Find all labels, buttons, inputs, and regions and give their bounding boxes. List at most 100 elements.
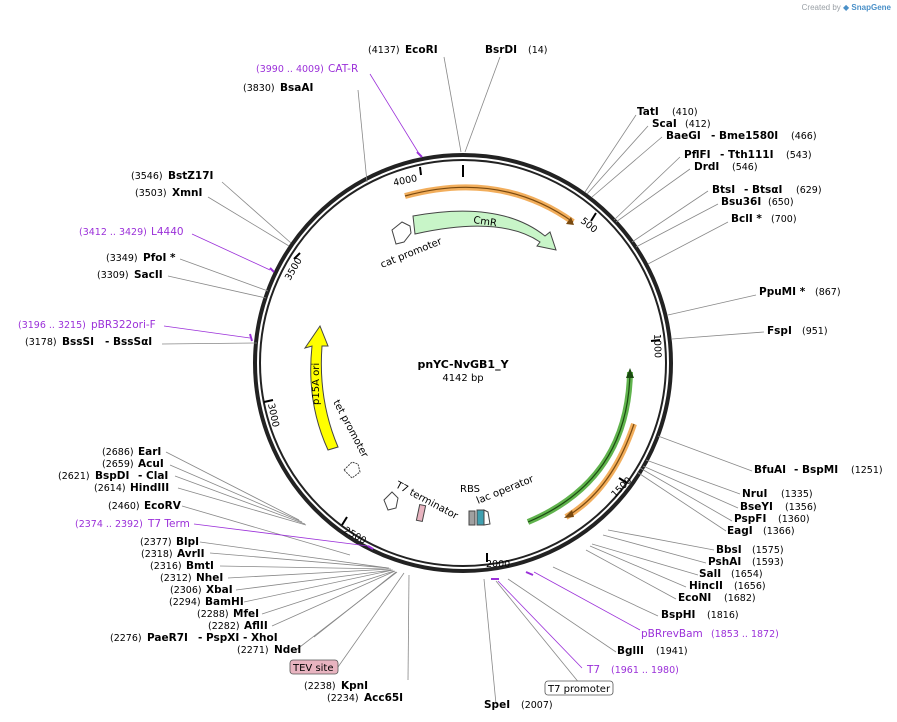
- enzyme-hindiii: HindIII: [130, 482, 169, 494]
- primer-t7term: T7 Term: [147, 518, 190, 530]
- enzyme-bfuai-pos: (1251): [851, 465, 883, 476]
- primer-l4440-range: (3412 .. 3429): [79, 227, 147, 238]
- enzyme-baegi-alt: - Bme1580I: [711, 130, 778, 142]
- enzyme-drdi-pos: (546): [732, 162, 758, 173]
- lac-operator-feature[interactable]: lac operator: [475, 474, 536, 526]
- enzyme-bspdi-pos: (2621): [58, 471, 90, 482]
- enzyme-bsssi: BssSI: [62, 336, 94, 348]
- enzyme-btsi: BtsI: [712, 184, 735, 196]
- enzyme-nrui: NruI: [742, 488, 767, 500]
- enzyme-avrii-pos: (2318): [141, 549, 173, 560]
- enzyme-xbai: XbaI: [206, 584, 233, 596]
- enzyme-nhei-pos: (2312): [160, 573, 192, 584]
- enzyme-acui: AcuI: [138, 458, 164, 470]
- primer-pbr322orif-range: (3196 .. 3215): [18, 320, 86, 331]
- enzyme-blpi-pos: (2377): [140, 537, 172, 548]
- enzyme-pflfi: PflFI: [684, 149, 711, 161]
- tick-500-mark: [590, 212, 597, 222]
- orange-arc-right-feature[interactable]: [564, 423, 637, 520]
- enzyme-labels-left[interactable]: (4137) EcoRI BsrDI (14) (3830) BsaAI (35…: [25, 44, 548, 704]
- primer-pbrrevbam-range: (1853 .. 1872): [711, 629, 779, 640]
- enzyme-eagi: EagI: [727, 525, 753, 537]
- snapgene-logo-icon: ◆: [843, 3, 850, 12]
- primer-l4440: L4440: [151, 226, 184, 238]
- enzyme-labels-right[interactable]: TatI (410) ScaI (412) BaeGI - Bme1580I (…: [484, 106, 883, 711]
- enzyme-pspfi: PspFI: [734, 513, 766, 525]
- enzyme-pshai: PshAI: [708, 556, 741, 568]
- t7-promoter-label[interactable]: T7 promoter: [544, 680, 614, 696]
- enzyme-bsphi: BspHI: [661, 609, 695, 621]
- enzyme-bseyi-pos: (1356): [785, 502, 817, 513]
- enzyme-ppumi: PpuMI *: [759, 286, 806, 298]
- enzyme-eagi-pos: (1366): [763, 526, 795, 537]
- lac-operator-label: lac operator: [475, 474, 536, 507]
- enzyme-spei: SpeI: [484, 699, 510, 711]
- primer-t7-range: (1961 .. 1980): [611, 665, 679, 676]
- rbs-feature[interactable]: RBS: [460, 484, 480, 526]
- enzyme-hindiii-pos: (2614): [94, 483, 126, 494]
- enzyme-eari-pos: (2686): [102, 447, 134, 458]
- enzyme-bspdi-alt: - ClaI: [138, 470, 168, 482]
- primer-catr: CAT-R: [328, 63, 358, 75]
- enzyme-baegi-pos: (466): [791, 131, 817, 142]
- enzyme-hincii-pos: (1656): [734, 581, 766, 592]
- primer-pbrrevbam: pBRrevBam: [641, 628, 703, 640]
- rbs-label: RBS: [460, 484, 480, 495]
- feature-orange-arc-top[interactable]: [404, 184, 575, 225]
- tet-promoter-feature[interactable]: tet promoter: [330, 398, 370, 479]
- primer-labels[interactable]: (3990 .. 4009) CAT-R (3412 .. 3429) L444…: [18, 63, 779, 676]
- tick-4000-mark: [419, 166, 422, 176]
- tet-promoter-label: tet promoter: [330, 398, 370, 460]
- tick-2000: 2000: [486, 559, 510, 570]
- t7-terminator-feature[interactable]: T7 terminator: [383, 479, 460, 522]
- enzyme-bsssi-pos: (3178): [25, 337, 57, 348]
- enzyme-sacii-pos: (3309): [97, 270, 129, 281]
- enzyme-sacii: SacII: [134, 269, 163, 281]
- enzyme-drdi: DrdI: [694, 161, 719, 173]
- tick-3500: 3500: [283, 256, 305, 282]
- leader-lines: [161, 56, 765, 705]
- enzyme-bsphi-pos: (1816): [707, 610, 739, 621]
- enzyme-spei-pos: (2007): [521, 700, 553, 711]
- enzyme-bglii: BglII: [617, 645, 644, 657]
- t7-promoter-text: T7 promoter: [547, 684, 611, 695]
- enzyme-pfoi: PfoI *: [143, 252, 176, 264]
- enzyme-btsi-pos: (629): [796, 185, 822, 196]
- credit-brand: SnapGene: [851, 3, 891, 12]
- tick-4000: 4000: [392, 173, 418, 189]
- enzyme-bcli: BclI *: [731, 213, 762, 225]
- tick-1000-mark: [650, 339, 661, 342]
- tick-500: 500: [578, 216, 599, 236]
- enzyme-ecori: EcoRI: [405, 44, 438, 56]
- enzyme-bsaai-pos: (3830): [243, 83, 275, 94]
- enzyme-xmni: XmnI: [172, 187, 202, 199]
- enzyme-acc65i: Acc65I: [364, 692, 403, 704]
- enzyme-fspi-pos: (951): [802, 326, 828, 337]
- cmr-feature[interactable]: CmR: [412, 210, 557, 251]
- tick-2500-mark: [341, 516, 348, 526]
- enzyme-mfei-pos: (2288): [197, 609, 229, 620]
- enzyme-aflii-pos: (2282): [208, 621, 240, 632]
- enzyme-tati-pos: (410): [672, 107, 698, 118]
- p15a-ori-feature[interactable]: p15A ori: [303, 324, 339, 451]
- tick-3000-mark: [263, 399, 274, 403]
- credit-prefix: Created by: [801, 3, 841, 12]
- enzyme-bfuai: BfuAI: [754, 464, 786, 476]
- enzyme-pflfi-alt: - Tth111I: [720, 149, 774, 161]
- enzyme-blpi: BlpI: [176, 536, 199, 548]
- green-arc-feature[interactable]: [526, 368, 634, 525]
- enzyme-bbsi: BbsI: [716, 544, 742, 556]
- enzyme-econi: EcoNI: [678, 592, 711, 604]
- primer-t7term-range: (2374 .. 2392): [75, 519, 143, 530]
- enzyme-pshai-pos: (1593): [752, 557, 784, 568]
- primer-t7: T7: [586, 664, 600, 676]
- enzyme-bseyi: BseYI: [740, 501, 773, 513]
- enzyme-econi-pos: (1682): [724, 593, 756, 604]
- primer-marks: [249, 151, 534, 580]
- p15a-ori-label: p15A ori: [311, 363, 322, 405]
- tev-site-label[interactable]: TEV site: [289, 659, 339, 675]
- enzyme-xbai-pos: (2306): [170, 585, 202, 596]
- enzyme-baegi: BaeGI: [666, 130, 701, 142]
- enzyme-ndei-pos: (2271): [237, 645, 269, 656]
